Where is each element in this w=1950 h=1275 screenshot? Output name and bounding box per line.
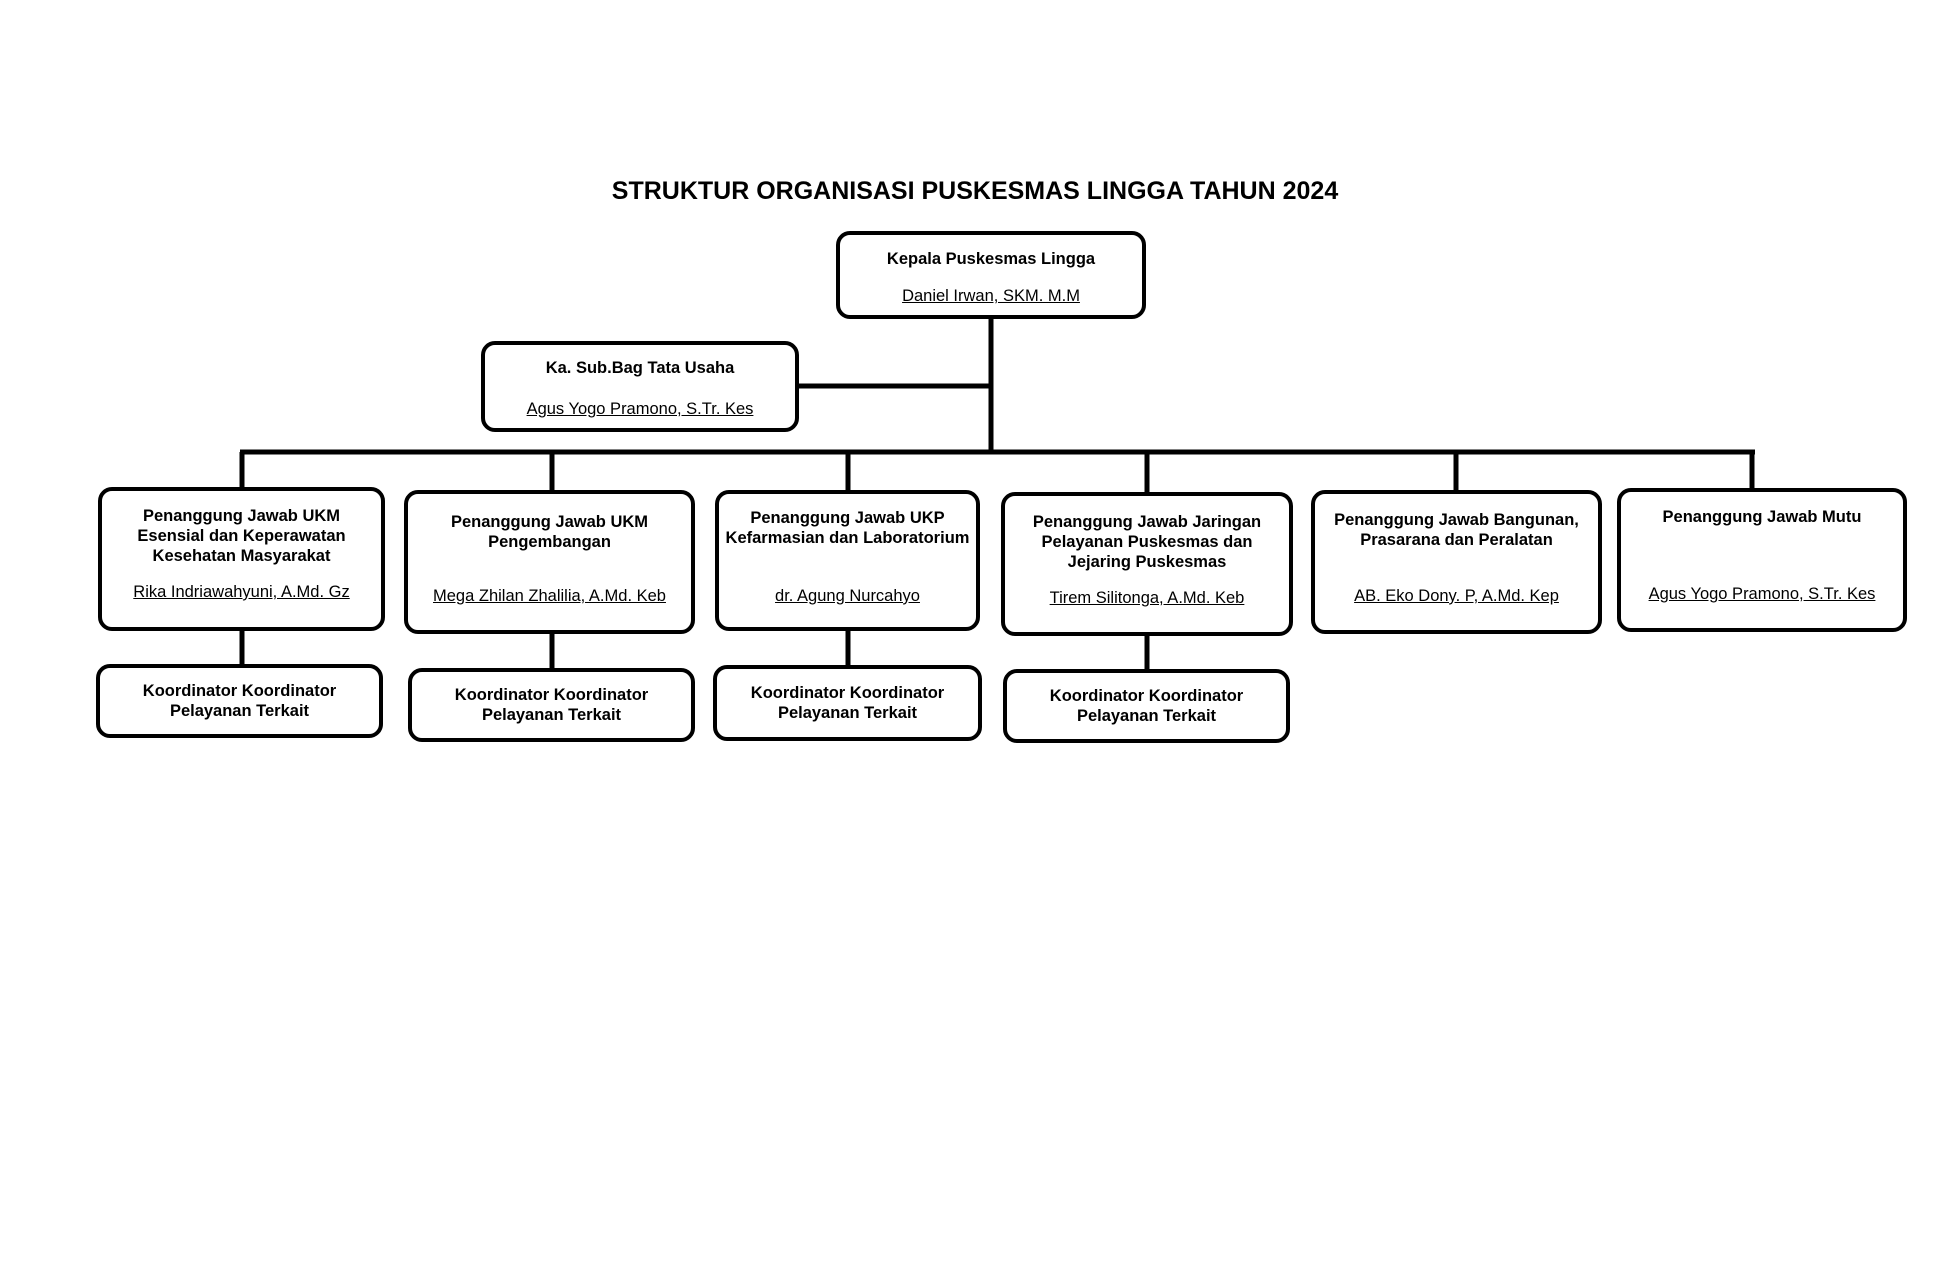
unit-person-2: Mega Zhilan Zhalilia, A.Md. Keb	[433, 587, 666, 605]
unit-role-6: Penanggung Jawab Mutu	[1662, 508, 1862, 526]
unit-box-3: Penanggung Jawab UKP Kefarmasian dan Lab…	[715, 490, 980, 631]
unit-box-5: Penanggung Jawab Bangunan, Prasarana dan…	[1311, 490, 1602, 634]
unit-role-2: Penanggung Jawab UKM Pengembangan	[450, 513, 649, 551]
coordinator-label-4: Koordinator Koordinator Pelayanan Terkai…	[1049, 687, 1244, 725]
head-role: Kepala Puskesmas Lingga	[886, 250, 1096, 268]
unit-person-3: dr. Agung Nurcahyo	[775, 587, 920, 605]
unit-box-1: Penanggung Jawab UKM Esensial dan Kepera…	[98, 487, 385, 631]
unit-person-6: Agus Yogo Pramono, S.Tr. Kes	[1648, 585, 1876, 603]
unit-role-5: Penanggung Jawab Bangunan, Prasarana dan…	[1334, 511, 1579, 549]
admin-role: Ka. Sub.Bag Tata Usaha	[545, 359, 735, 377]
admin-person: Agus Yogo Pramono, S.Tr. Kes	[526, 400, 754, 418]
unit-person-5: AB. Eko Dony. P, A.Md. Kep	[1354, 587, 1559, 605]
coordinator-label-1: Koordinator Koordinator Pelayanan Terkai…	[142, 682, 337, 720]
unit-box-6: Penanggung Jawab Mutu Agus Yogo Pramono,…	[1617, 488, 1907, 632]
coordinator-label-3: Koordinator Koordinator Pelayanan Terkai…	[750, 684, 945, 722]
unit-role-3: Penanggung Jawab UKP Kefarmasian dan Lab…	[725, 509, 970, 547]
unit-person-4: Tirem Silitonga, A.Md. Keb	[1049, 589, 1245, 607]
chart-title: STRUKTUR ORGANISASI PUSKESMAS LINGGA TAH…	[611, 177, 1339, 205]
admin-box: Ka. Sub.Bag Tata Usaha Agus Yogo Pramono…	[481, 341, 799, 432]
coordinator-box-1: Koordinator Koordinator Pelayanan Terkai…	[96, 664, 383, 738]
head-person: Daniel Irwan, SKM. M.M	[902, 287, 1080, 305]
unit-role-4: Penanggung Jawab Jaringan Pelayanan Pusk…	[1032, 513, 1262, 571]
unit-role-1: Penanggung Jawab UKM Esensial dan Kepera…	[137, 507, 346, 565]
unit-box-2: Penanggung Jawab UKM Pengembangan Mega Z…	[404, 490, 695, 634]
unit-person-1: Rika Indriawahyuni, A.Md. Gz	[133, 583, 350, 601]
coordinator-box-3: Koordinator Koordinator Pelayanan Terkai…	[713, 665, 982, 741]
head-box: Kepala Puskesmas Lingga Daniel Irwan, SK…	[836, 231, 1146, 319]
coordinator-box-4: Koordinator Koordinator Pelayanan Terkai…	[1003, 669, 1290, 743]
coordinator-box-2: Koordinator Koordinator Pelayanan Terkai…	[408, 668, 695, 742]
coordinator-label-2: Koordinator Koordinator Pelayanan Terkai…	[454, 686, 649, 724]
unit-box-4: Penanggung Jawab Jaringan Pelayanan Pusk…	[1001, 492, 1293, 636]
